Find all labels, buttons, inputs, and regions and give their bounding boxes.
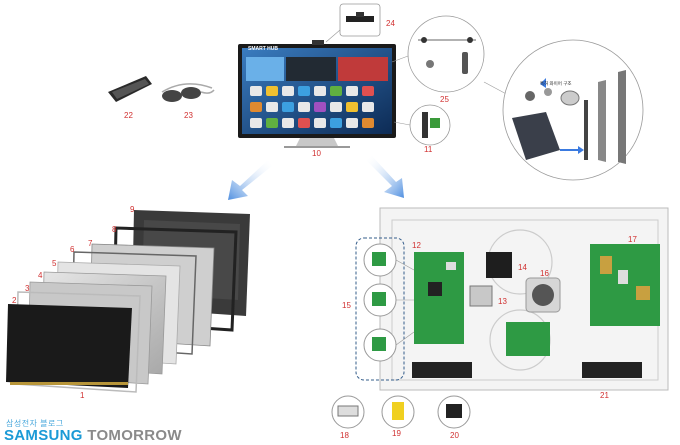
smart-hub-title: SMART HUB <box>248 46 278 52</box>
label-1: 1 <box>80 391 85 400</box>
label-20: 20 <box>450 431 459 440</box>
label-7: 7 <box>88 239 93 248</box>
smart-tv <box>238 40 396 148</box>
label-25: 25 <box>440 95 449 104</box>
label-13: 13 <box>498 297 507 306</box>
wire-structure-note: 특허 와이어 구조 <box>540 81 572 86</box>
label-17: 17 <box>628 235 637 244</box>
label-14: 14 <box>518 263 527 272</box>
label-24: 24 <box>386 19 395 28</box>
brand-logo[interactable]: SAMSUNG TOMORROW <box>4 427 182 444</box>
label-2: 2 <box>12 296 17 305</box>
wireless-keyboard <box>108 76 152 102</box>
3d-glasses <box>161 83 215 102</box>
board-callout <box>393 104 451 146</box>
brand-tomorrow: TOMORROW <box>87 427 182 444</box>
label-9: 9 <box>130 205 135 214</box>
label-21: 21 <box>600 391 609 400</box>
label-3: 3 <box>25 284 30 293</box>
label-12: 12 <box>412 241 421 250</box>
label-6: 6 <box>70 245 75 254</box>
blog-label: 삼성전자 블로그 <box>6 419 64 428</box>
label-10: 10 <box>312 149 321 158</box>
label-5: 5 <box>52 259 57 268</box>
brand-samsung: SAMSUNG <box>4 427 83 444</box>
label-16: 16 <box>540 269 549 278</box>
camera-callout <box>325 3 381 43</box>
label-22: 22 <box>124 111 133 120</box>
label-11: 11 <box>424 145 433 154</box>
label-18: 18 <box>340 431 349 440</box>
wire-structure-callout <box>483 39 644 181</box>
panel-layers <box>6 210 250 393</box>
label-8: 8 <box>112 225 117 234</box>
label-4: 4 <box>38 271 43 280</box>
label-15: 15 <box>342 301 351 310</box>
arrow-left <box>228 160 272 200</box>
label-23: 23 <box>184 111 193 120</box>
arrow-right <box>366 156 404 198</box>
label-19: 19 <box>392 429 401 438</box>
tv-back-panel <box>331 207 669 429</box>
wire-callout <box>391 15 485 93</box>
